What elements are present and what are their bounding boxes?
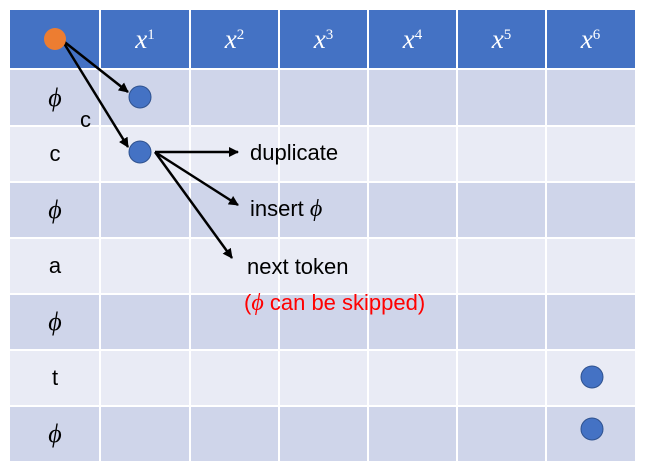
node-x1-phi <box>128 85 152 109</box>
column-header-base: x <box>580 23 593 54</box>
column-header-exponent: 6 <box>592 26 601 43</box>
transition-label: c <box>80 107 91 132</box>
row-label: ϕ <box>48 83 62 112</box>
arrow-next-token <box>153 151 234 259</box>
arrow-start-to-phi <box>61 39 129 93</box>
column-header-base: x <box>402 23 415 54</box>
row-label: a <box>48 253 62 278</box>
row-label: ϕ <box>48 307 62 336</box>
node-x6-phi <box>580 417 604 441</box>
duplicate-label: duplicate <box>250 140 339 165</box>
row-label: t <box>51 365 59 390</box>
column-header-base: x <box>224 23 237 54</box>
grid-row-4 <box>10 294 635 350</box>
phi-skip-note: (ϕ can be skipped) <box>244 290 426 316</box>
column-header-exponent: 3 <box>325 26 334 43</box>
row-label: ϕ <box>48 419 62 448</box>
insert-phi-label: insert ϕ <box>250 196 323 222</box>
grid-row-0 <box>10 70 635 126</box>
next-token-label: next token <box>247 254 349 279</box>
column-header-exponent: 4 <box>414 26 423 43</box>
start-node <box>44 28 66 50</box>
node-x1-c <box>128 140 152 164</box>
column-header-base: x <box>491 23 504 54</box>
grid-row-6 <box>10 406 635 462</box>
row-label: ϕ <box>48 195 62 224</box>
header-row <box>10 10 635 68</box>
grid-row-2 <box>10 182 635 238</box>
grid-row-5 <box>10 350 635 406</box>
row-label: c <box>49 141 61 166</box>
grid-row-1 <box>10 126 635 182</box>
column-header-exponent: 5 <box>503 26 512 43</box>
node-x6-t <box>580 365 604 389</box>
column-header-base: x <box>135 23 148 54</box>
grid-row-3 <box>10 238 635 294</box>
arrow-start-to-c <box>60 39 130 148</box>
arrow-insert-phi <box>154 150 239 207</box>
column-header-base: x <box>313 23 326 54</box>
column-header-exponent: 1 <box>147 26 155 43</box>
column-header-exponent: 2 <box>236 26 245 43</box>
